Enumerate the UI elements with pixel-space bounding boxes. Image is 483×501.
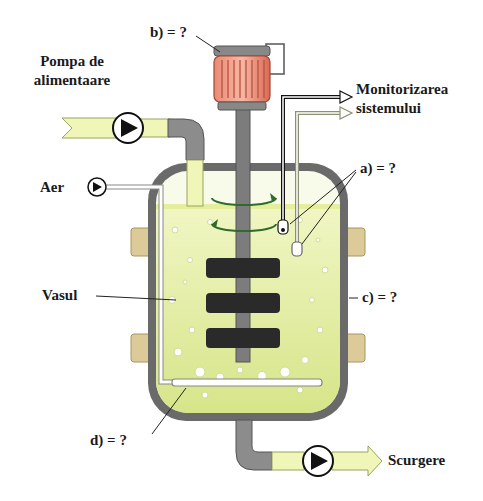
bubbles-part [310, 298, 315, 303]
leader-lines-part [96, 296, 176, 300]
agitator [206, 100, 280, 362]
monitoring-lines-part [278, 220, 288, 234]
bubbles-part [302, 357, 309, 364]
bubbles-part [280, 367, 290, 377]
bubbles-part [188, 258, 193, 263]
outlet-pipe-part [311, 452, 328, 470]
vessel-label: Vasul [42, 286, 77, 305]
callout-label: a) = ? [360, 159, 396, 178]
agitator-part [206, 293, 280, 313]
outlet-pipe [236, 420, 382, 476]
monitoring-lines [278, 91, 352, 256]
air-line-part [172, 379, 322, 386]
bubbles-part [208, 220, 213, 225]
agitator-part [212, 219, 218, 228]
outlet-pipe-part [272, 452, 304, 470]
leader-lines-part [302, 172, 356, 244]
bubbles-part [322, 267, 328, 273]
agitator-part [206, 258, 280, 278]
agitator-part [206, 328, 280, 348]
outlet-pipe-part [236, 420, 272, 470]
callout-label: d) = ? [90, 431, 127, 450]
feed-pump-part [121, 119, 138, 137]
leader-lines-part [349, 298, 358, 299]
outlet-pipe-part [332, 446, 382, 476]
bubbles-part [189, 327, 195, 333]
motor-part [222, 60, 264, 98]
feed-pipe-part [62, 118, 116, 138]
pump-label: Pompa de alimentaare [16, 52, 128, 90]
monitoring-lines-part [340, 107, 352, 119]
outlet-pipe-part [303, 446, 333, 476]
bubbles-part [316, 238, 320, 242]
feed-pipe-part [140, 119, 170, 137]
callout-label: b) = ? [150, 23, 187, 42]
bubbles-part [317, 327, 323, 333]
leader-lines-part [152, 388, 186, 434]
feed-pump-part [113, 113, 143, 143]
feed-pipe-part [187, 160, 203, 206]
air-line-part [106, 187, 175, 382]
bubbles-part [195, 367, 205, 377]
air-line [88, 178, 322, 386]
leader-lines-part [196, 36, 220, 52]
agitator-part [212, 198, 276, 205]
monitoring-lines-part [340, 91, 352, 103]
air-label: Aer [40, 178, 64, 197]
bubbles-part [183, 280, 187, 284]
agitator-part [212, 224, 276, 231]
bubbles-part [174, 348, 182, 356]
motor-part [214, 56, 270, 102]
motor-part [218, 102, 266, 110]
bubbles-part [237, 367, 243, 373]
bubbles-part [202, 392, 208, 398]
drain-label: Scurgere [388, 451, 445, 470]
agitator-part [270, 193, 276, 202]
air-line-part [93, 182, 102, 192]
feed-pump [113, 113, 143, 143]
air-line-part [88, 178, 106, 196]
monitoring-lines-part [297, 113, 342, 244]
monitoring-label: Monitorizarea sistemului [356, 80, 468, 118]
leader-lines [96, 36, 358, 434]
monitoring-lines-part [297, 113, 342, 244]
motor-part [214, 46, 270, 56]
feed-pipe-part [168, 119, 204, 160]
motor [214, 44, 284, 110]
monitoring-lines-part [292, 242, 302, 256]
callout-label: c) = ? [362, 288, 397, 307]
air-line-part [106, 187, 175, 382]
bubbles-part [172, 227, 178, 233]
monitoring-lines-part [281, 228, 285, 232]
bubbles-part [297, 387, 303, 393]
